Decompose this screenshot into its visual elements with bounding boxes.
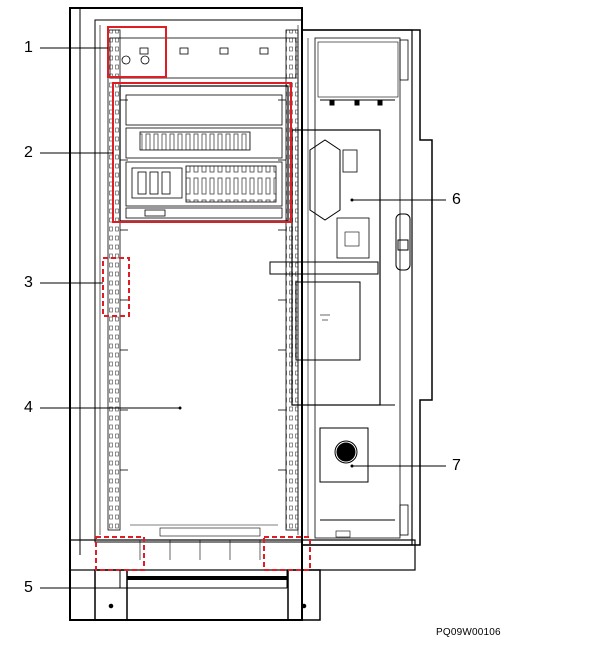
callout-label-7: 7 xyxy=(452,457,461,474)
highlight-ground-bar xyxy=(107,26,167,78)
left-mounting-rail xyxy=(107,29,299,531)
callout-label-6: 6 xyxy=(452,191,461,208)
callout-dot-7 xyxy=(350,464,354,468)
callout-dot-6 xyxy=(350,198,354,202)
callout-label-5: 5 xyxy=(24,579,33,596)
callout-label-2: 2 xyxy=(24,144,33,161)
callout-label-3: 3 xyxy=(24,274,33,291)
callout-label-4: 4 xyxy=(24,399,33,416)
cabinet-base xyxy=(69,539,416,621)
power-distribution-unit xyxy=(119,85,289,222)
door-frame xyxy=(301,29,413,546)
door-lower-panel xyxy=(319,404,395,538)
figure-code: PQ09W00106 xyxy=(436,627,501,638)
top-bar xyxy=(109,37,297,79)
cabinet-side-panel xyxy=(302,29,433,546)
equipment-space xyxy=(130,524,278,537)
callout-label-1: 1 xyxy=(24,39,33,56)
leader-lines xyxy=(40,47,446,589)
callout-dot-4 xyxy=(178,406,182,410)
highlight-mounting-holes xyxy=(102,257,130,317)
door-handle xyxy=(395,213,411,271)
